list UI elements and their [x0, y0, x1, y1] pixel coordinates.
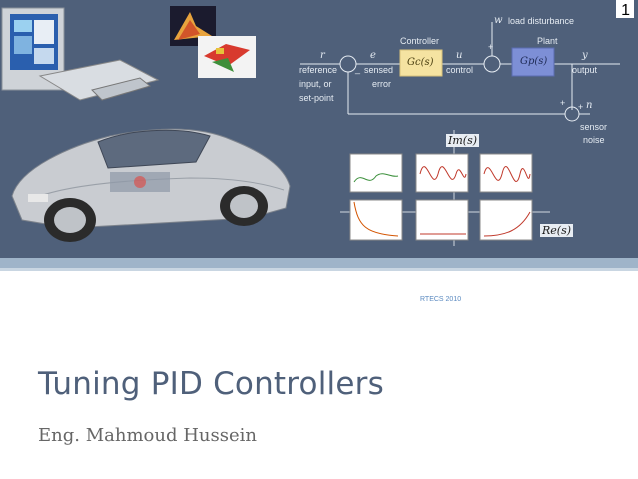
header-banner: w load disturbance Controller Plant + r …: [0, 0, 638, 258]
event-tag: RTECS 2010: [420, 296, 462, 303]
gc-block: Gc(s): [407, 57, 434, 68]
w-symbol: w: [494, 15, 503, 26]
car-illustration: [11, 128, 291, 242]
pid-block-diagram: [300, 22, 620, 122]
re-axis-label: Re(s): [540, 224, 574, 237]
controller-label: Controller: [400, 36, 440, 46]
e-symbol: e: [370, 50, 376, 61]
sensed-error-label-1: sensed: [364, 65, 394, 75]
y-symbol: y: [582, 50, 588, 61]
n-symbol: n: [586, 100, 593, 111]
slide-number-badge: [616, 0, 634, 18]
slide-title: Tuning PID Controllers: [38, 366, 384, 402]
slide-number: 1: [621, 2, 630, 19]
r-symbol: r: [320, 50, 325, 61]
load-disturbance-label: load disturbance: [508, 16, 575, 26]
author-name: Eng. Mahmoud Hussein: [38, 425, 257, 446]
reference-label-2: input, or: [299, 79, 332, 89]
im-axis-label: Im(s): [446, 134, 480, 147]
sensor-noise-label-1: sensor: [580, 122, 608, 132]
sensed-error-label-2: error: [372, 79, 392, 89]
surface-plot-icon: [170, 6, 216, 46]
plant-label: Plant: [537, 36, 558, 46]
control-label: control: [446, 65, 474, 75]
header-stripe: [0, 258, 638, 268]
minus-sign: _: [355, 64, 361, 74]
u-symbol: u: [456, 50, 463, 61]
output-label: output: [572, 65, 598, 75]
plus-sign-disturbance: +: [488, 42, 494, 52]
plus-sign-sensor-2: +: [578, 102, 584, 112]
reference-label-1: reference: [299, 65, 338, 75]
gp-block: Gp(s): [520, 56, 548, 67]
plus-sign-sensor-1: +: [560, 98, 566, 108]
response-grid: [340, 130, 550, 246]
block-model-icon: [198, 36, 256, 78]
reference-label-3: set-point: [299, 93, 334, 103]
computer-illustration: [1, 7, 160, 101]
header-stripe-light: [0, 268, 638, 271]
sensor-noise-label-2: noise: [583, 135, 605, 145]
